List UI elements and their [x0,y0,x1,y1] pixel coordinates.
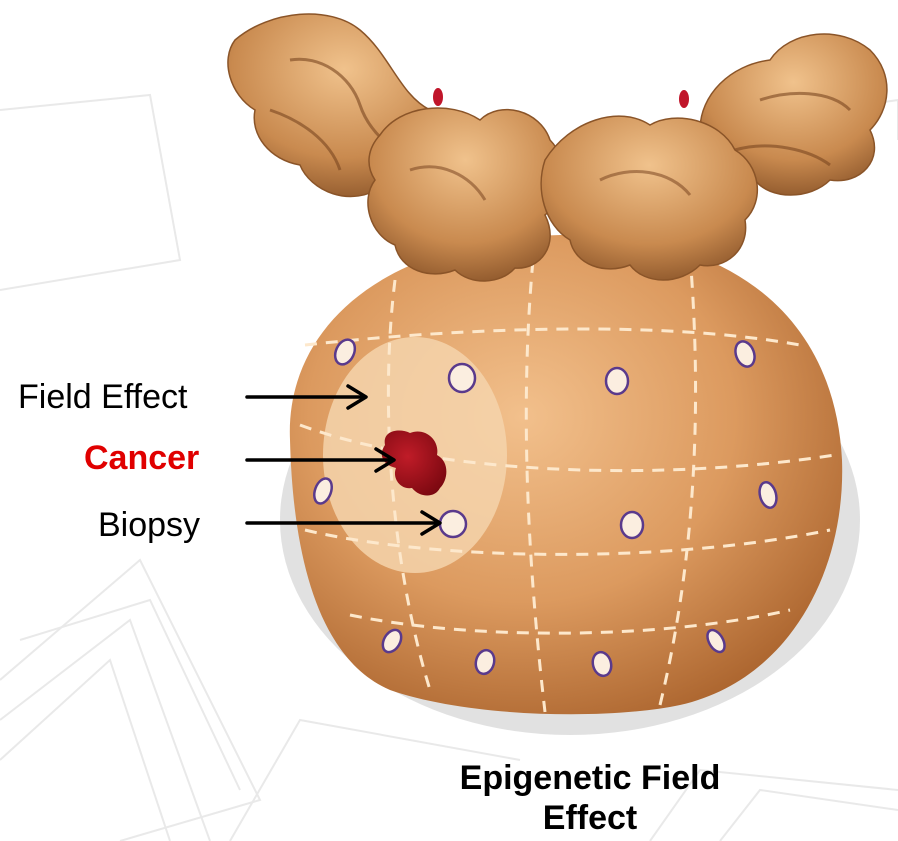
field-effect-label: Field Effect [18,380,187,414]
biopsy-site [440,511,466,537]
vessel-tip-right [679,90,689,108]
cancer-label: Cancer [84,441,199,475]
diagram-caption: Epigenetic Field Effect [380,758,800,838]
caption-line-1: Epigenetic Field [380,758,800,798]
biopsy-label: Biopsy [98,508,200,542]
biopsy-site [449,364,475,392]
caption-line-2: Effect [380,798,800,838]
biopsy-site [606,368,628,394]
biopsy-site [621,512,643,538]
vessel-tip-left [433,88,443,106]
